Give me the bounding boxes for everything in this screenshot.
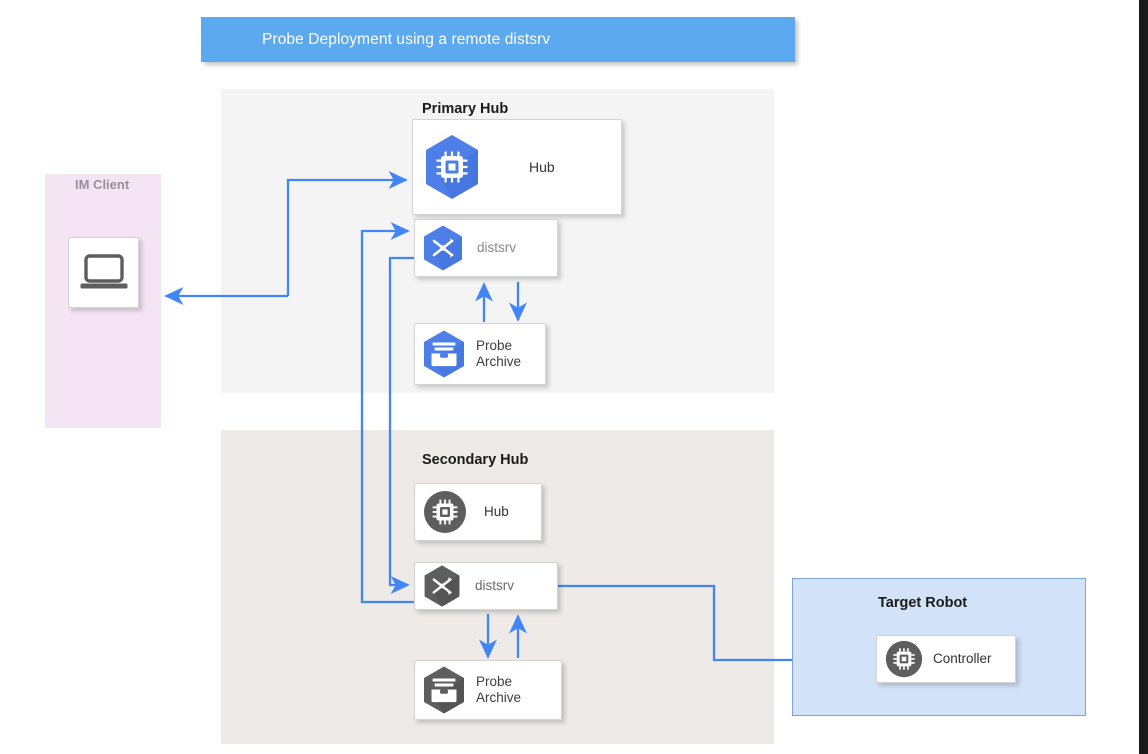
- page-right-border: [1139, 0, 1148, 754]
- edge-primary-distsrv-to-secondary-distsrv: [388, 256, 414, 594]
- group-title-secondary-hub: Secondary Hub: [422, 452, 529, 468]
- node-robot-controller[interactable]: Controller: [876, 635, 1016, 683]
- node-secondary-distsrv[interactable]: distsrv: [414, 562, 558, 610]
- node-secondary-probe-archive[interactable]: Probe Archive: [414, 660, 562, 720]
- node-label: Controller: [933, 651, 992, 667]
- chip-circle-icon: [885, 640, 923, 678]
- group-title-primary-hub: Primary Hub: [422, 101, 509, 117]
- group-panel-target-robot: [792, 578, 1086, 716]
- node-primary-hub-hub[interactable]: Hub: [412, 119, 622, 215]
- chip-circle-icon: [423, 490, 467, 534]
- group-title-target-robot: Target Robot: [878, 595, 968, 611]
- node-primary-probe-archive[interactable]: Probe Archive: [414, 323, 546, 385]
- node-label: Probe Archive: [476, 338, 522, 369]
- node-label: Probe Archive: [476, 674, 522, 705]
- node-label: distsrv: [477, 240, 517, 256]
- archive-hexagon-icon: [421, 329, 467, 379]
- edge-secondary-distsrv-to-robot-controller: [558, 584, 792, 662]
- edge-im-client-to-primary-hub: [286, 171, 408, 296]
- chip-hexagon-icon: [422, 133, 482, 201]
- node-secondary-hub-hub[interactable]: Hub: [414, 483, 542, 541]
- node-primary-distsrv[interactable]: distsrv: [414, 219, 558, 277]
- node-label: Hub: [529, 158, 555, 175]
- group-title-im-client: IM Client: [75, 177, 130, 192]
- node-label: distsrv: [475, 578, 515, 594]
- distsrv-hexagon-icon: [421, 564, 463, 608]
- node-im-client-laptop[interactable]: [68, 237, 139, 308]
- laptop-icon: [78, 252, 130, 294]
- diagram-title-banner: Probe Deployment using a remote distsrv: [201, 17, 795, 62]
- node-label: Hub: [484, 504, 509, 520]
- distsrv-hexagon-icon: [421, 224, 465, 272]
- diagram-title: Probe Deployment using a remote distsrv: [262, 30, 551, 48]
- edge-secondary-distsrv-to-primary-distsrv: [360, 222, 414, 604]
- archive-hexagon-icon: [421, 665, 467, 715]
